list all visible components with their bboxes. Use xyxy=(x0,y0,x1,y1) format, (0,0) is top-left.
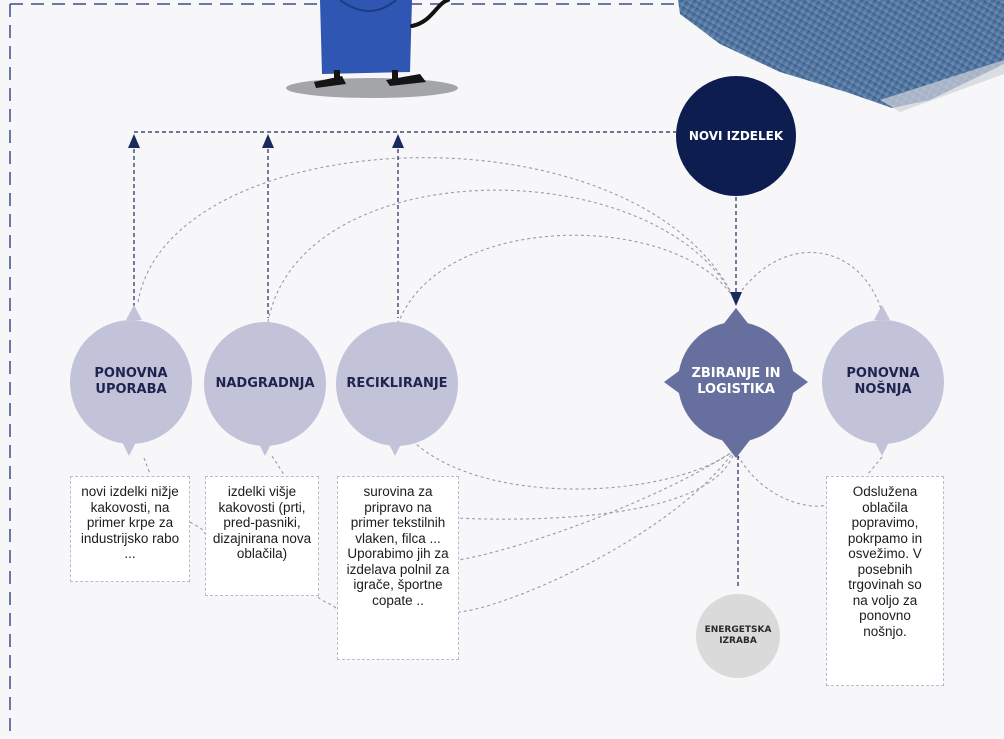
desc-ponovna-uporaba-text: novi izdelki nižje kakovosti, na primer … xyxy=(80,484,180,561)
desc-nadgradnja: izdelki višje kakovosti (prti, pred-pasn… xyxy=(205,476,319,596)
node-novi-izdelek-label: NOVI IZDELEK xyxy=(688,128,784,143)
node-recikliranje: RECIKLIRANJE xyxy=(336,322,458,446)
mascot-illustration xyxy=(286,0,458,98)
node-zbiranje-in-logistika: ZBIRANJE IN LOGISTIKA xyxy=(678,322,794,442)
arrowheads xyxy=(128,134,742,306)
desc-ponovna-nosnja: Odslužena oblačila popravimo, pokrpamo i… xyxy=(826,476,944,686)
node-nadgradnja-label: NADGRADNJA xyxy=(215,375,315,391)
desc-ponovna-nosnja-text: Odslužena oblačila popravimo, pokrpamo i… xyxy=(847,484,923,639)
denim-jacket-image xyxy=(678,0,1004,112)
node-nadgradnja: NADGRADNJA xyxy=(204,322,326,446)
desc-ponovna-uporaba: novi izdelki nižje kakovosti, na primer … xyxy=(70,476,190,582)
desc-recikliranje-text: surovina za pripravo na primer tekstilni… xyxy=(346,484,450,608)
dark-connectors xyxy=(133,131,739,586)
node-zbiranje-label: ZBIRANJE IN LOGISTIKA xyxy=(691,365,781,397)
arrowhead-ponovna-uporaba xyxy=(128,134,140,148)
node-ponovna-nosnja-label: PONOVNA NOŠNJA xyxy=(846,365,920,397)
node-energetska-izraba: ENERGETSKA IZRABA xyxy=(696,594,780,678)
node-novi-izdelek: NOVI IZDELEK xyxy=(676,76,796,196)
node-ponovna-uporaba: PONOVNA UPORABA xyxy=(70,320,192,444)
node-energetska-label: ENERGETSKA IZRABA xyxy=(704,624,772,646)
node-recikliranje-label: RECIKLIRANJE xyxy=(346,375,448,391)
node-ponovna-nosnja: PONOVNA NOŠNJA xyxy=(822,320,944,444)
node-ponovna-uporaba-label: PONOVNA UPORABA xyxy=(94,365,168,397)
arrowhead-recikliranje xyxy=(392,134,404,148)
desc-nadgradnja-text: izdelki višje kakovosti (prti, pred-pasn… xyxy=(212,484,312,561)
arrowhead-nadgradnja xyxy=(262,134,274,148)
arrowhead-zbiranje xyxy=(730,292,742,306)
desc-recikliranje: surovina za pripravo na primer tekstilni… xyxy=(337,476,459,660)
